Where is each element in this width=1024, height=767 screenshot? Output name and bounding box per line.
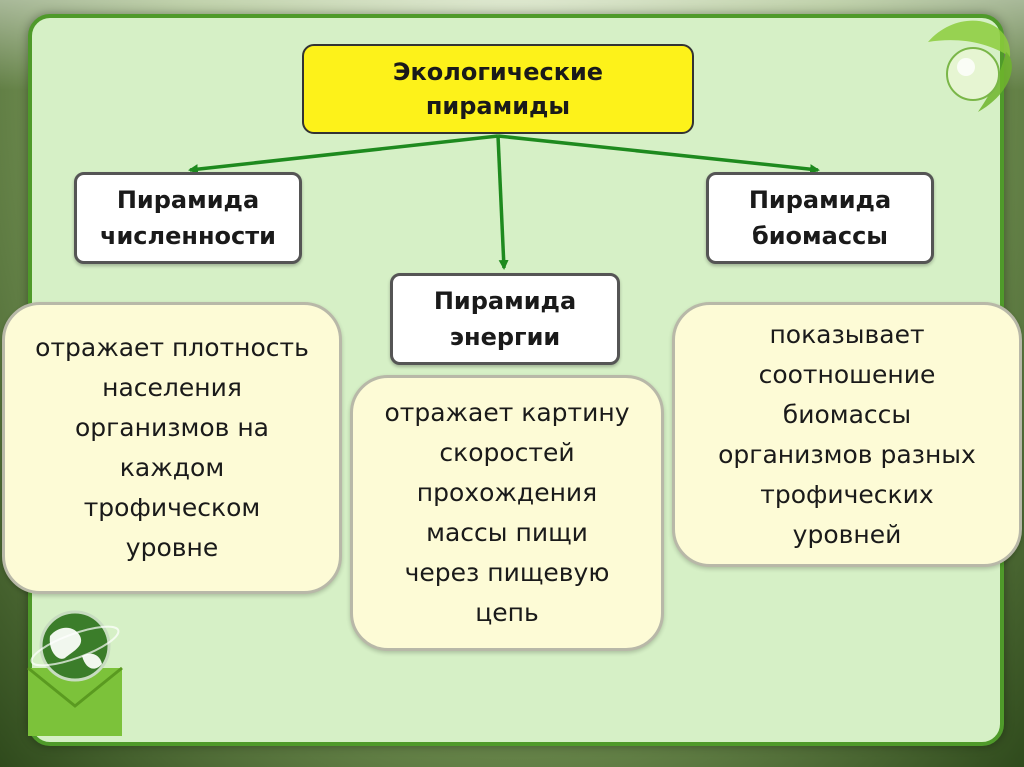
pyramid-numbers-label: Пирамида численности xyxy=(100,186,276,250)
pyramid-biomass-box: Пирамида биомассы xyxy=(706,172,934,264)
biomass-description: показывает соотношение биомассы организм… xyxy=(718,319,976,549)
numbers-description: отражает плотность населения организмов … xyxy=(35,333,309,562)
energy-description-box: отражает картину скоростей прохождения м… xyxy=(350,375,664,651)
globe-envelope-icon xyxy=(27,610,123,736)
biomass-description-box: показывает соотношение биомассы организм… xyxy=(672,302,1022,567)
diagram-title-box: Экологические пирамиды xyxy=(302,44,694,134)
pyramid-energy-box: Пирамида энергии xyxy=(390,273,620,365)
numbers-description-box: отражает плотность населения организмов … xyxy=(2,302,342,594)
pyramid-biomass-label: Пирамида биомассы xyxy=(748,186,892,250)
leaf-globe-icon xyxy=(928,20,1012,112)
energy-description: отражает картину скоростей прохождения м… xyxy=(384,398,630,627)
diagram-title: Экологические пирамиды xyxy=(392,58,604,120)
pyramid-numbers-box: Пирамида численности xyxy=(74,172,302,264)
pyramid-energy-label: Пирамида энергии xyxy=(433,287,577,351)
